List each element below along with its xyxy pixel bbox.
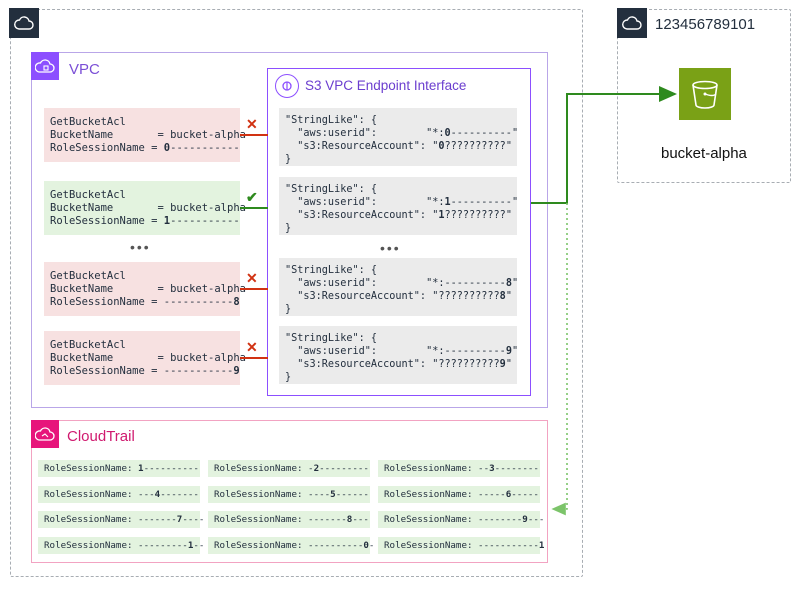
denied-mark: ✕ (246, 270, 258, 286)
log-entry: RoleSessionName: -----6----- (378, 486, 540, 503)
denied-mark: ✕ (246, 116, 258, 132)
denied-connector (240, 134, 268, 136)
log-entry: RoleSessionName: ----5------ (208, 486, 370, 503)
request-card: GetBucketAcl BucketName = bucket-alpha R… (44, 181, 246, 235)
log-entry: RoleSessionName: --------9--- (378, 511, 544, 528)
cloud-icon (617, 8, 647, 38)
allowed-mark: ✔ (246, 189, 258, 205)
request-card: GetBucketAcl BucketName = bucket-alpha R… (44, 108, 246, 162)
request-card: GetBucketAcl BucketName = bucket-alpha R… (44, 262, 246, 316)
allowed-connector (240, 207, 268, 209)
ellipsis: ••• (380, 240, 401, 256)
endpoint-label: S3 VPC Endpoint Interface (305, 78, 467, 93)
cloudtrail-label: CloudTrail (67, 428, 135, 445)
cloudtrail-icon (31, 420, 59, 448)
right-account-boundary (617, 9, 791, 183)
log-entry: RoleSessionName: -------7---- (38, 511, 204, 528)
vpc-boundary (31, 52, 548, 408)
endpoint-boundary (267, 68, 531, 396)
log-entry: RoleSessionName: 1---------- (38, 460, 200, 477)
vpc-label: VPC (69, 61, 100, 78)
policy-card: "StringLike": { "aws:userid": "*:-------… (279, 258, 518, 316)
log-entry: RoleSessionName: -2--------- (208, 460, 370, 477)
log-entry: RoleSessionName: ---------1-- (38, 537, 204, 554)
bucket-icon (679, 68, 731, 120)
log-entry: RoleSessionName: --3-------- (378, 460, 540, 477)
denied-connector (240, 357, 268, 359)
ellipsis: ••• (130, 239, 151, 255)
cloudtrail-boundary (31, 420, 548, 563)
bucket-label: bucket-alpha (661, 145, 747, 162)
policy-card: "StringLike": { "aws:userid": "*:0------… (279, 108, 518, 166)
log-flow-arrow (551, 203, 568, 516)
log-entry: RoleSessionName: ---4------- (38, 486, 200, 503)
endpoint-icon (275, 74, 299, 98)
policy-card: "StringLike": { "aws:userid": "*:1------… (279, 177, 518, 235)
account-id-label: 123456789101 (655, 16, 756, 33)
vpc-icon (31, 52, 59, 80)
left-account-boundary (10, 9, 583, 577)
cloud-icon (9, 8, 39, 38)
log-entry: RoleSessionName: ----------0- (208, 537, 374, 554)
denied-connector (240, 288, 268, 290)
request-card: GetBucketAcl BucketName = bucket-alpha R… (44, 331, 246, 385)
log-entry: RoleSessionName: -----------1 (378, 537, 544, 554)
allowed-flow-arrow (531, 86, 677, 204)
log-entry: RoleSessionName: -------8--- (208, 511, 370, 528)
policy-card: "StringLike": { "aws:userid": "*:-------… (279, 326, 518, 384)
denied-mark: ✕ (246, 339, 258, 355)
